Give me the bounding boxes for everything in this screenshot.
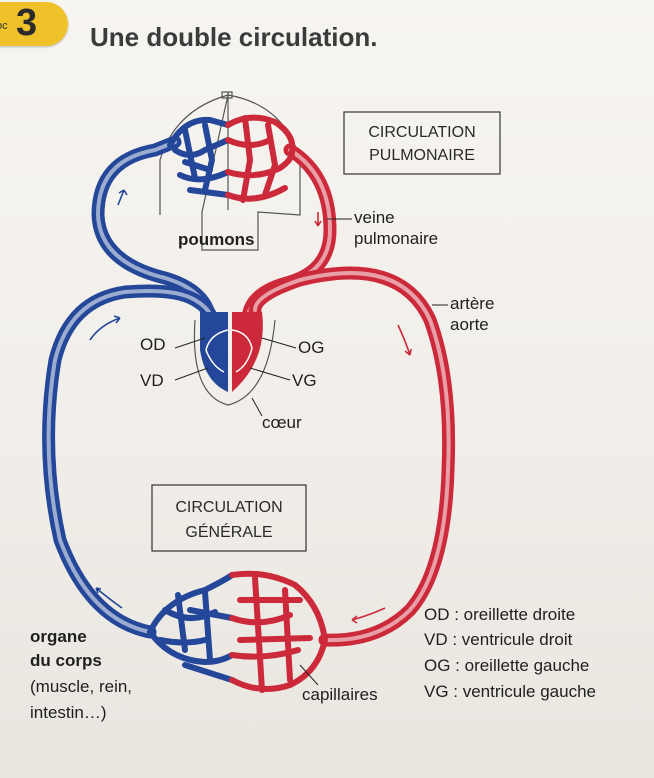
doc-number: 3 (16, 2, 38, 44)
flow-arrows (89, 189, 412, 624)
leader-lines (174, 218, 448, 686)
label-capillaires: capillaires (302, 685, 378, 704)
legend-item: OG : oreillette gauche (424, 656, 589, 675)
heart-outline (193, 319, 276, 406)
left-heart-chambers (232, 312, 263, 392)
label-poumons: poumons (178, 230, 255, 249)
legend-item: OD : oreillette droite (424, 605, 575, 624)
right-heart-chambers (200, 312, 228, 392)
label-artere: artère (450, 294, 494, 313)
doc-prefix: oc (0, 20, 8, 32)
legend-item: VD : ventricule droit (424, 630, 573, 649)
general-box-line2: GÉNÉRALE (185, 522, 272, 541)
pulmonary-circulation-box (343, 111, 501, 175)
general-circulation-box (151, 484, 307, 552)
vena-cava (42, 284, 219, 639)
label-pulmonaire: pulmonaire (354, 229, 438, 248)
label-du-corps: du corps (30, 651, 102, 670)
label-organe-detail-2: intestin…) (30, 703, 107, 722)
label-veine: veine (354, 208, 395, 227)
organ-capillaries (147, 570, 328, 693)
pulmonary-box-line1: CIRCULATION (368, 124, 475, 141)
label-od: OD (140, 335, 166, 354)
aorta (248, 266, 456, 647)
label-organe-detail-1: (muscle, rein, (30, 677, 132, 696)
page-title: Une double circulation. (90, 22, 378, 52)
pulmonary-box-line2: PULMONAIRE (369, 147, 475, 164)
label-aorte: aorte (450, 315, 489, 334)
label-og: OG (298, 338, 324, 357)
general-box-line1: CIRCULATION (175, 499, 282, 516)
label-vg: VG (292, 371, 317, 390)
lung-capillaries (167, 114, 296, 203)
label-organe: organe (30, 627, 87, 646)
abbreviation-legend: OD : oreillette droite VD : ventricule d… (424, 605, 596, 701)
document-badge: oc 3 (0, 2, 68, 46)
label-coeur: cœur (262, 413, 302, 432)
legend-item: VG : ventricule gauche (424, 682, 596, 701)
label-vd: VD (140, 371, 164, 390)
